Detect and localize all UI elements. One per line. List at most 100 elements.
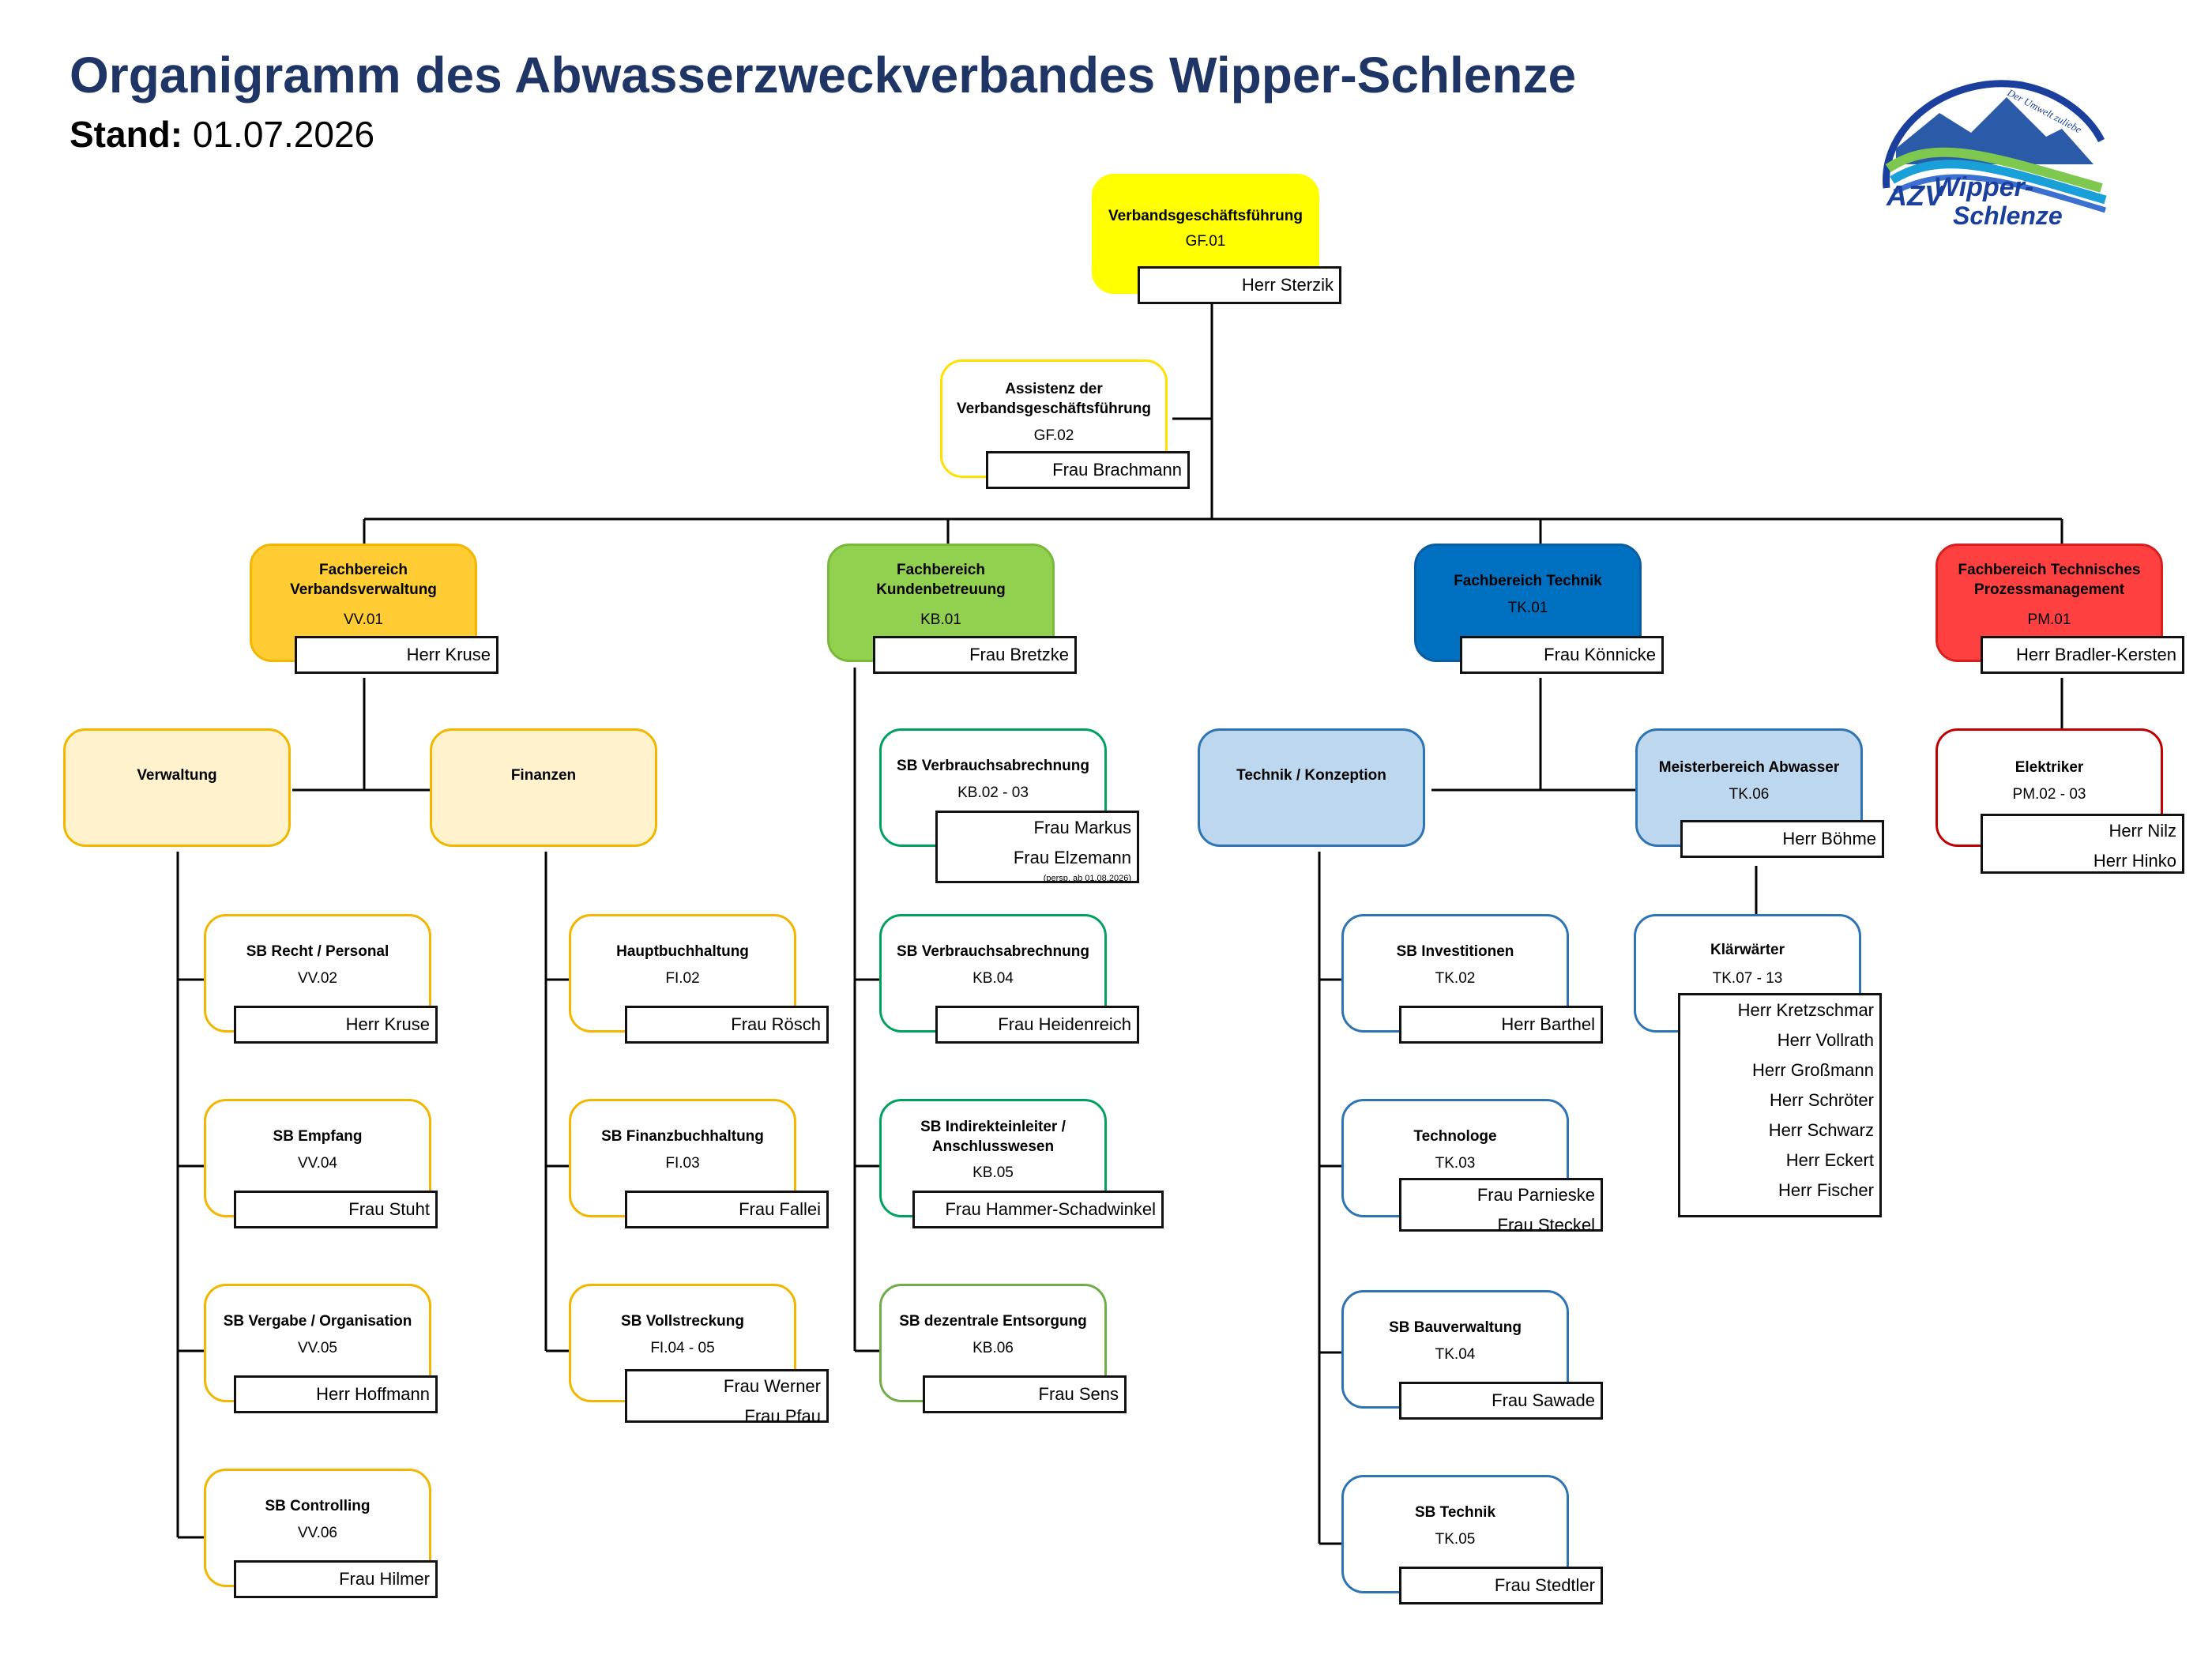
unit-code: FI.04 - 05 xyxy=(650,1340,715,1356)
person-name: Herr Fischer xyxy=(1778,1180,1874,1200)
unit-title: Technik / Konzeption xyxy=(1236,767,1386,784)
person-panel-vv01: Herr Kruse xyxy=(295,636,498,674)
person-panel-vv04: Frau Stuht xyxy=(234,1191,438,1228)
unit-code: TK.01 xyxy=(1507,600,1548,616)
unit-title: Fachbereich Kundenbetreuung xyxy=(876,562,1006,598)
unit-title: Fachbereich Verbandsverwaltung xyxy=(290,562,437,598)
person-name: Frau Fallei xyxy=(739,1199,821,1219)
unit-code: TK.05 xyxy=(1435,1531,1476,1548)
person-name: Frau Brachmann xyxy=(1052,460,1182,480)
unit-code: VV.05 xyxy=(297,1340,337,1356)
person-panel-pm01: Herr Bradler-Kersten xyxy=(1981,636,2184,674)
person-panel-fi02: Frau Rösch xyxy=(625,1006,829,1044)
person-name: Frau Bretzke xyxy=(969,645,1069,664)
unit-title: Hauptbuchhaltung xyxy=(616,943,749,960)
person-panel-kb04: Frau Heidenreich xyxy=(935,1006,1139,1044)
person-panel-tk05: Frau Stedtler xyxy=(1399,1567,1603,1604)
logo-line2: Schlenze xyxy=(1953,201,2063,230)
unit-title: SB Controlling xyxy=(265,1498,371,1514)
person-name: Herr Nilz xyxy=(2109,821,2176,841)
unit-note: (persp. ab 01.08.2026) xyxy=(1043,874,1131,883)
unit-title: SB dezentrale Entsorgung xyxy=(899,1313,1087,1330)
unit-code: GF.02 xyxy=(1033,427,1074,444)
person-panel-tk06: Herr Böhme xyxy=(1680,820,1884,858)
unit-code: KB.05 xyxy=(972,1164,1014,1181)
unit-code: VV.02 xyxy=(297,970,337,987)
person-name: Frau Sawade xyxy=(1492,1390,1595,1410)
unit-title: Elektriker xyxy=(2014,759,2084,776)
unit-title: SB Technik xyxy=(1414,1504,1496,1521)
person-name: Frau Heidenreich xyxy=(998,1014,1131,1034)
person-panel-kb05: Frau Hammer-Schadwinkel xyxy=(912,1191,1164,1228)
person-name: Frau Könnicke xyxy=(1544,645,1656,664)
unit-title: Verwaltung xyxy=(137,767,217,784)
unit-title: SB Empfang xyxy=(273,1128,363,1145)
person-panel-vv06: Frau Hilmer xyxy=(234,1560,438,1598)
person-name: Herr Großmann xyxy=(1751,1060,1874,1080)
person-name: Frau Markus xyxy=(1033,818,1131,837)
stand-date: Stand: 01.07.2026 xyxy=(70,113,374,156)
person-name: Frau Rösch xyxy=(731,1014,821,1034)
stand-value: 01.07.2026 xyxy=(192,114,375,155)
person-panel-tk01: Frau Könnicke xyxy=(1460,636,1664,674)
unit-title: Fachbereich Technik xyxy=(1454,573,1602,589)
person-panel-vv02: Herr Kruse xyxy=(234,1006,438,1044)
unit-box-technik-konzeption: Technik / Konzeption xyxy=(1198,728,1425,847)
person-name: Frau Pfau xyxy=(744,1406,821,1426)
person-panel-vv05: Herr Hoffmann xyxy=(234,1375,438,1413)
unit-code: KB.01 xyxy=(920,611,961,628)
unit-title: SB Indirekteinleiter / Anschlusswesen xyxy=(920,1119,1066,1155)
person-panel-tk02: Herr Barthel xyxy=(1399,1006,1603,1044)
person-name: Herr Hoffmann xyxy=(316,1384,430,1404)
person-name: Herr Bradler-Kersten xyxy=(2016,645,2176,664)
unit-code: VV.04 xyxy=(297,1155,337,1172)
unit-title: Klärwärter xyxy=(1710,942,1785,958)
unit-code: VV.06 xyxy=(297,1525,337,1541)
unit-box-finanzen: Finanzen xyxy=(430,728,657,847)
person-name: Frau Steckel xyxy=(1497,1215,1596,1235)
unit-code: VV.01 xyxy=(343,611,383,628)
unit-code: TK.06 xyxy=(1729,786,1770,803)
unit-title: SB Verbrauchsabrechnung xyxy=(897,758,1089,774)
unit-title: SB Finanzbuchhaltung xyxy=(601,1128,764,1145)
unit-title: Finanzen xyxy=(510,767,577,784)
unit-title: SB Verbrauchsabrechnung xyxy=(897,943,1089,960)
person-name: Herr Hinko xyxy=(2093,851,2176,871)
person-name: Frau Stedtler xyxy=(1494,1575,1595,1595)
person-name: Frau Werner xyxy=(723,1376,821,1396)
unit-code: FI.03 xyxy=(665,1155,700,1172)
unit-title: SB Vollstreckung xyxy=(621,1313,744,1330)
person-name: Frau Stuht xyxy=(348,1199,430,1219)
person-name: Herr Schröter xyxy=(1769,1090,1874,1110)
unit-code: FI.02 xyxy=(665,970,700,987)
person-name: Frau Elzemann xyxy=(1013,848,1131,867)
person-panel-kb01: Frau Bretzke xyxy=(873,636,1077,674)
person-panel-fi03: Frau Fallei xyxy=(625,1191,829,1228)
unit-code: KB.06 xyxy=(972,1340,1014,1356)
unit-title: Assistenz der Verbandsgeschäftsführung xyxy=(957,381,1151,417)
logo-line1: Wipper- xyxy=(1934,172,2033,202)
unit-code: TK.02 xyxy=(1435,970,1476,987)
stand-label: Stand: xyxy=(70,114,183,155)
unit-code: KB.04 xyxy=(972,970,1014,987)
unit-code: GF.01 xyxy=(1185,233,1226,250)
person-panel-gf02: Frau Brachmann xyxy=(986,451,1190,489)
unit-title: SB Bauverwaltung xyxy=(1389,1319,1522,1336)
person-name: Frau Hilmer xyxy=(339,1569,430,1589)
unit-code: TK.03 xyxy=(1435,1155,1476,1172)
unit-title: SB Vergabe / Organisation xyxy=(223,1313,412,1330)
unit-code: PM.02 - 03 xyxy=(2012,786,2086,803)
logo-mark: AZV xyxy=(1886,179,1946,212)
person-name: Herr Kretzschmar xyxy=(1737,1000,1874,1020)
person-name: Herr Eckert xyxy=(1785,1150,1874,1170)
person-name: Herr Vollrath xyxy=(1777,1030,1874,1050)
unit-title: Fachbereich Technisches Prozessmanagemen… xyxy=(1958,562,2141,598)
person-name: Frau Sens xyxy=(1038,1384,1119,1404)
page-title: Organigramm des Abwasserzweckverbandes W… xyxy=(70,47,1577,103)
person-name: Herr Schwarz xyxy=(1768,1120,1874,1140)
